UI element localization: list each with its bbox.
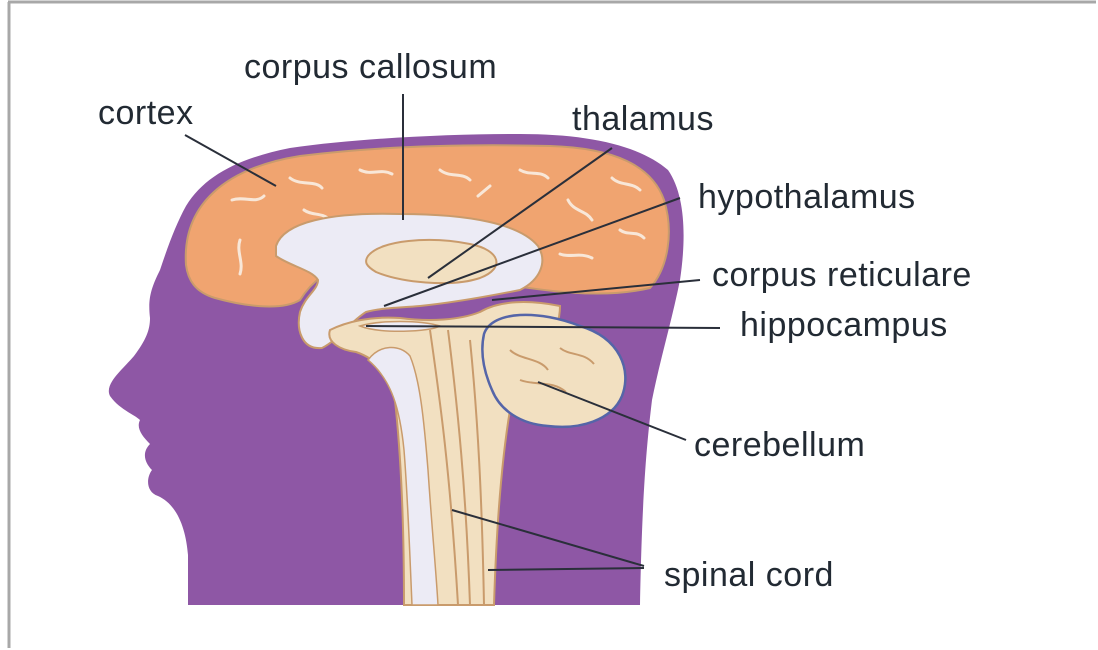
label-spinal-cord: spinal cord: [664, 556, 834, 594]
label-cortex: cortex: [98, 94, 194, 132]
label-hippocampus: hippocampus: [740, 306, 948, 344]
label-corpus-reticulare: corpus reticulare: [712, 256, 972, 294]
label-thalamus: thalamus: [572, 100, 714, 138]
label-cerebellum: cerebellum: [694, 426, 865, 464]
label-hypothalamus: hypothalamus: [698, 178, 916, 216]
label-corpus-callosum: corpus callosum: [244, 48, 497, 86]
